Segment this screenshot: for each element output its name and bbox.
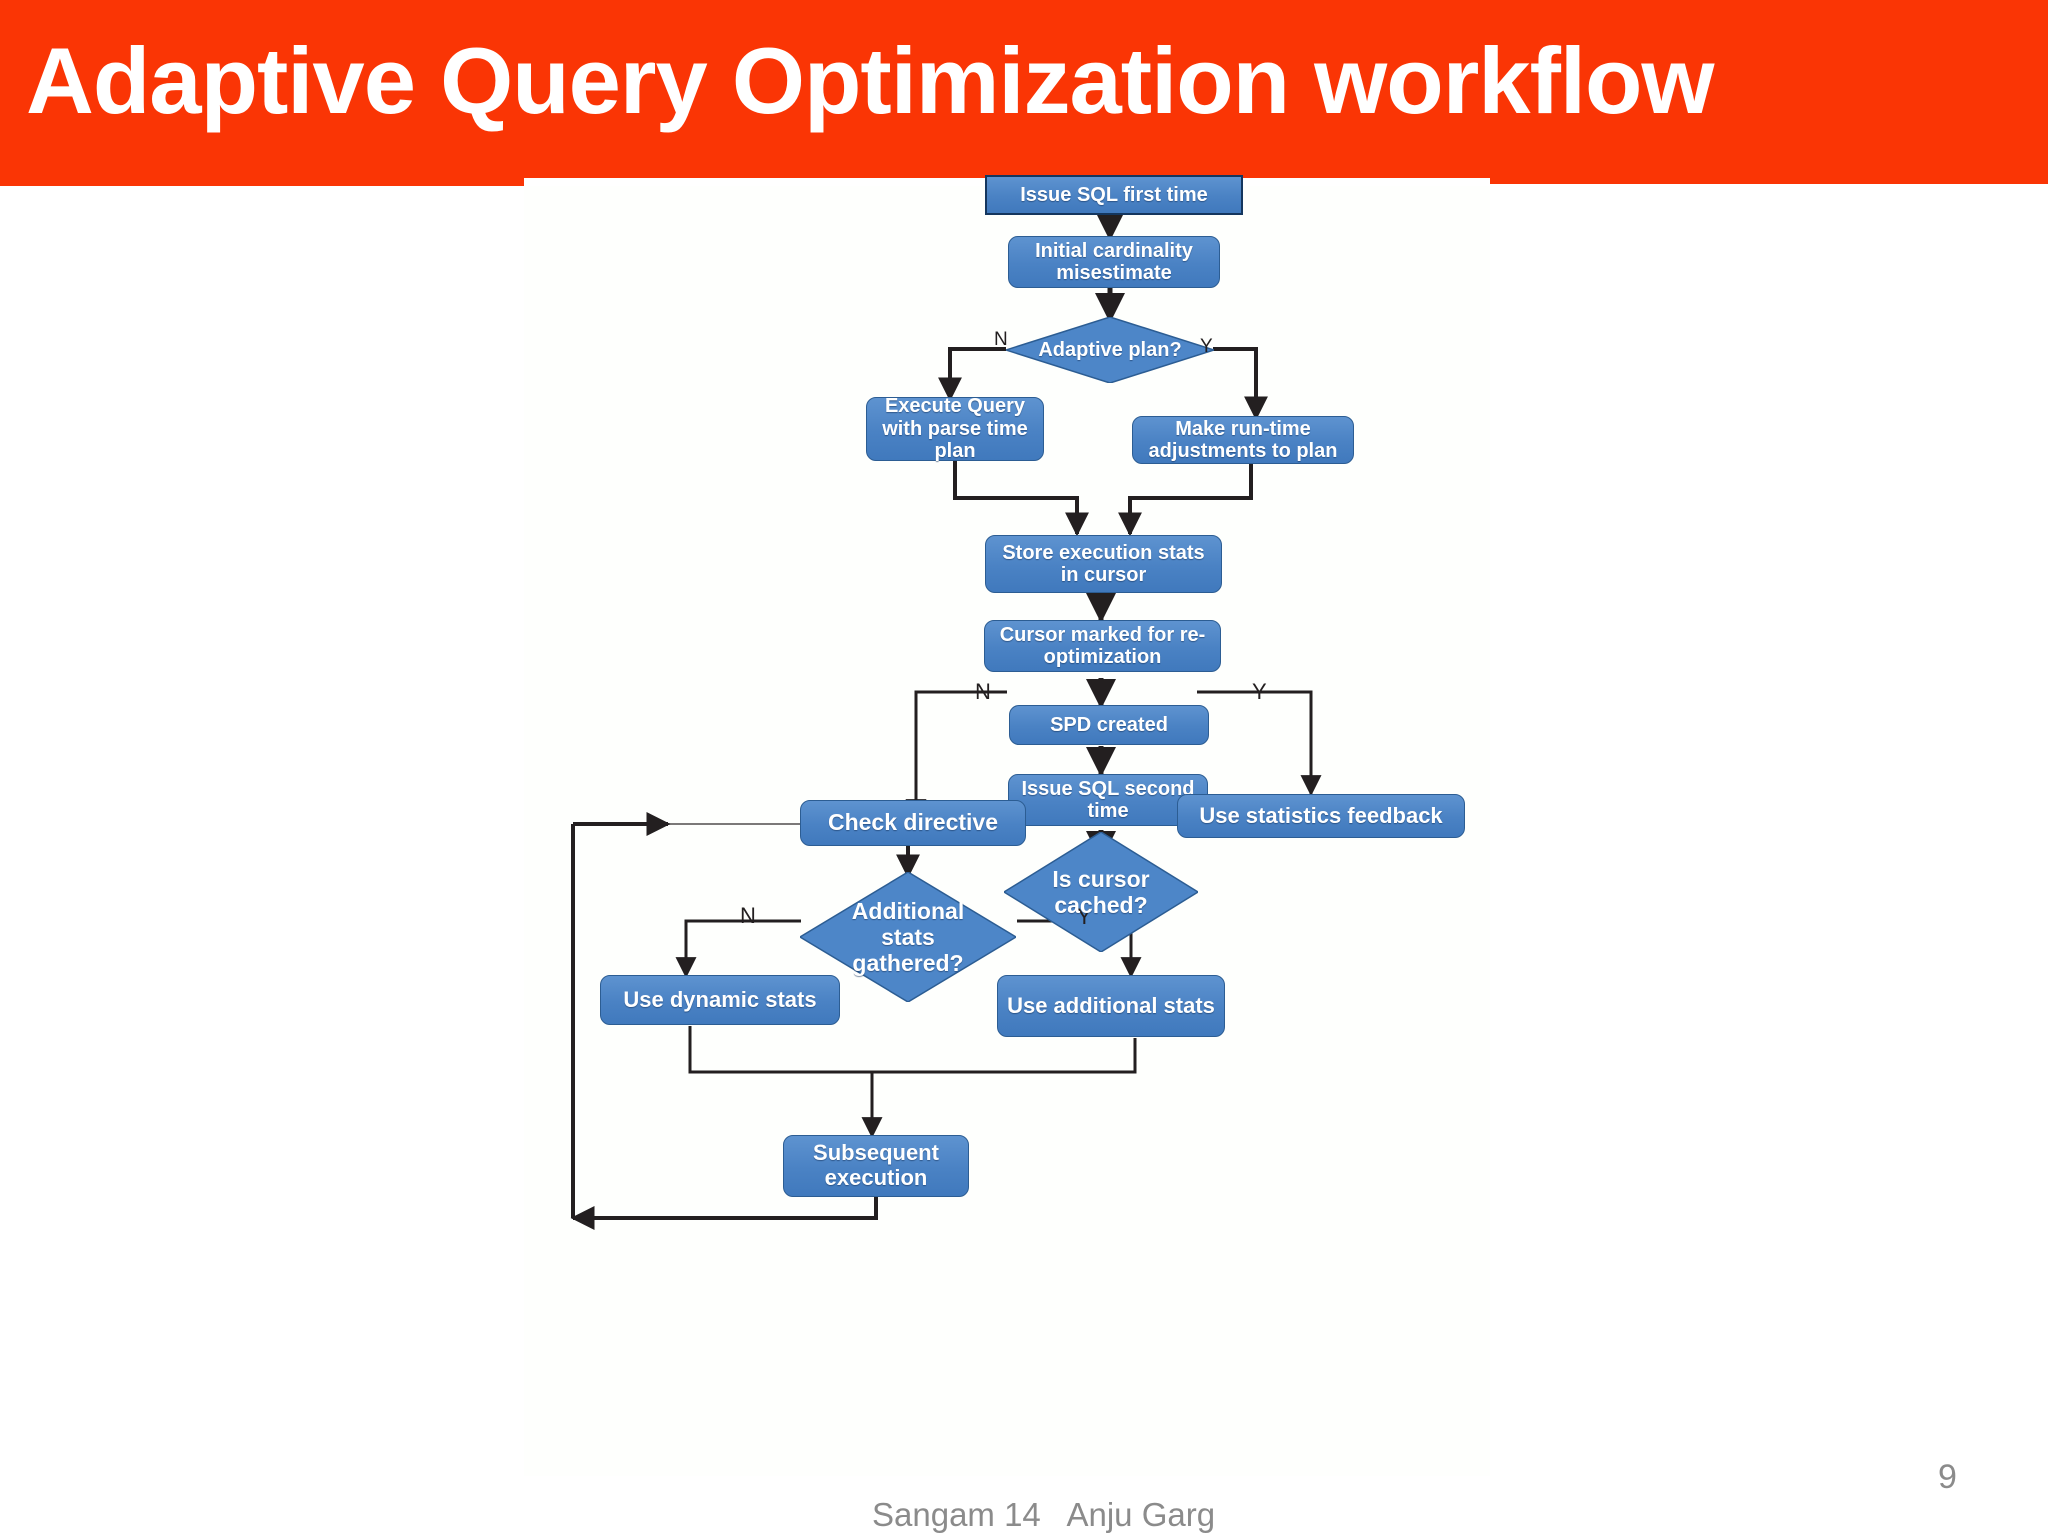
title-banner (0, 0, 2048, 178)
node-statistics-feedback[interactable]: Use statistics feedback (1177, 794, 1465, 838)
page-number: 9 (1938, 1458, 1957, 1496)
node-make-runtime-adjustments[interactable]: Make run-time adjustments to plan (1132, 416, 1354, 464)
node-subsequent-execution[interactable]: Subsequent execution (783, 1135, 969, 1197)
node-adaptive-plan-decision[interactable]: Adaptive plan? (1006, 317, 1214, 383)
node-initial-cardinality-misestimate[interactable]: Initial cardinality misestimate (1008, 236, 1220, 288)
node-use-additional-stats[interactable]: Use additional stats (997, 975, 1225, 1037)
node-spd-created[interactable]: SPD created (1009, 705, 1209, 745)
connector-layer (570, 211, 1322, 1230)
branch-label-additional-stats-yes: Y (1077, 904, 1092, 929)
node-issue-sql-second-time[interactable]: Issue SQL second time (1008, 774, 1208, 826)
title-banner-step-left (0, 178, 524, 186)
diamond-shape-adaptive-plan (1006, 317, 1214, 383)
footer-credit: Sangam 14 Anju Garg (872, 1496, 1216, 1533)
page-title: Adaptive Query Optimization workflow (26, 28, 1715, 133)
branch-label-adaptive-plan-no: N (994, 329, 1008, 350)
node-execute-query-parse-time-plan[interactable]: Execute Query with parse time plan (866, 395, 1044, 462)
diamond-shape-additional-stats (800, 872, 1016, 1002)
node-issue-sql-first-time[interactable]: Issue SQL first time (985, 175, 1243, 215)
node-cursor-marked-reoptimization[interactable]: Cursor marked for re-optimization (984, 620, 1221, 672)
node-check-directive[interactable]: Check directive (800, 800, 1026, 846)
branch-label-cursor-cached-yes: Y (1252, 679, 1267, 704)
branch-label-adaptive-plan-yes: Y (1200, 336, 1213, 357)
node-store-execution-stats[interactable]: Store execution stats in cursor (985, 535, 1222, 593)
node-use-dynamic-stats[interactable]: Use dynamic stats (600, 975, 840, 1025)
node-label-adaptive-plan: Adaptive plan? (1038, 338, 1182, 361)
branch-label-additional-stats-no: N (740, 903, 756, 928)
diamond-shape-is-cursor-cached (1004, 832, 1198, 952)
node-additional-stats-gathered-decision[interactable]: Additional stats gathered? (800, 872, 1016, 1002)
node-is-cursor-cached-decision[interactable]: Is cursor cached? (1004, 832, 1198, 952)
title-banner-step-right (1490, 178, 2048, 184)
flowchart-diagram: Issue SQL first time Initial cardinality… (0, 175, 2048, 1476)
branch-label-cursor-cached-no: N (975, 679, 991, 704)
node-label-is-cursor-cached: Is cursor cached? (1052, 865, 1150, 918)
node-label-additional-stats: Additional stats gathered? (851, 897, 965, 977)
